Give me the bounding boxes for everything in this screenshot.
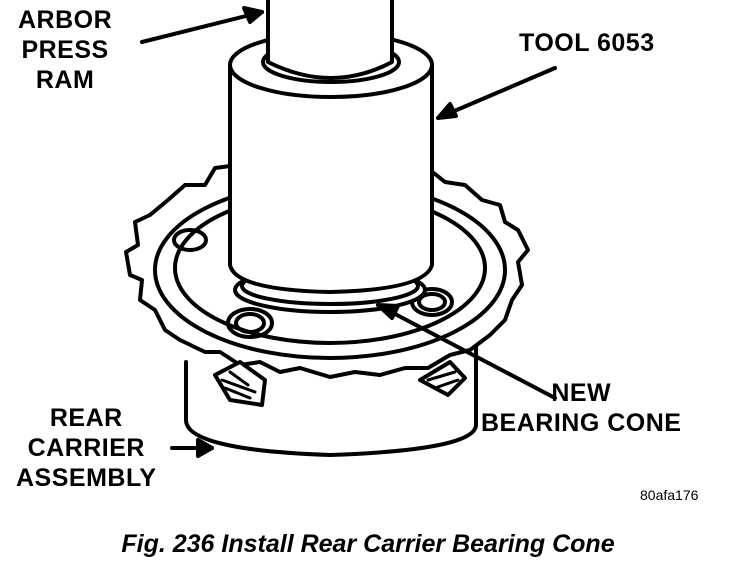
label-line: TOOL 6053 <box>519 29 655 57</box>
arrow-arbor-press-ram <box>140 10 264 44</box>
label-line: PRESS <box>21 36 109 64</box>
label-line: REAR <box>49 404 123 432</box>
label-line: ASSEMBLY <box>16 464 157 492</box>
label-new-bearing-cone: NEW BEARING CONE <box>481 378 681 438</box>
pinion-gear-right <box>418 360 467 397</box>
label-rear-carrier-assembly: REAR CARRIER ASSEMBLY <box>16 403 157 493</box>
arrow-tool-6053 <box>436 66 557 120</box>
label-line: BEARING CONE <box>481 409 682 437</box>
arbor-press-ram <box>266 0 394 80</box>
tool-6053 <box>228 63 434 294</box>
carrier-body <box>184 343 478 457</box>
label-line: CARRIER <box>27 434 145 462</box>
label-line: NEW <box>551 379 612 407</box>
bolt-hole-left <box>226 307 274 339</box>
label-line: ARBOR <box>18 6 113 34</box>
label-arbor-press-ram: ARBOR PRESS RAM <box>18 5 112 95</box>
label-tool-6053: TOOL 6053 <box>519 28 655 58</box>
figure-code: 80afa176 <box>640 487 699 503</box>
label-line: RAM <box>35 66 95 94</box>
bolt-hole-top-left <box>172 228 208 252</box>
arrow-new-bearing-cone <box>376 303 557 400</box>
figure-caption: Fig. 236 Install Rear Carrier Bearing Co… <box>121 530 615 558</box>
pinion-gear-left <box>213 360 267 407</box>
